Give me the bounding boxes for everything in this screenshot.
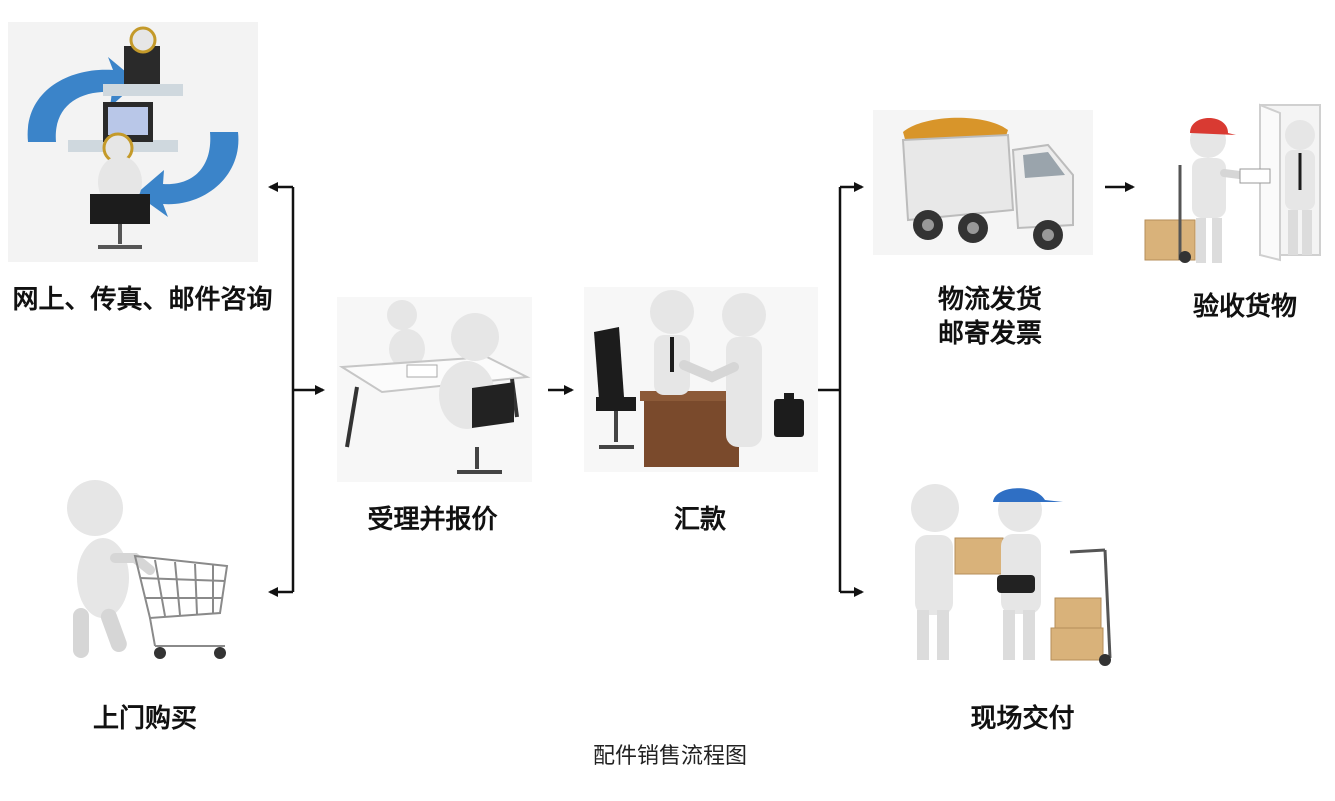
- shopping-cart-icon: [67, 480, 229, 659]
- diagram-caption: 配件销售流程图: [592, 744, 747, 769]
- accept-label: 验收货物: [1192, 292, 1297, 322]
- meeting-table-icon: [337, 297, 532, 482]
- delivery-truck-icon: [873, 110, 1093, 255]
- parcel-handover-icon: [911, 484, 1112, 666]
- handshake-icon: [584, 287, 818, 472]
- onsite-label: 现场交付: [970, 704, 1075, 734]
- quote-label: 受理并报价: [367, 505, 498, 535]
- inquiry-label: 网上、传真、邮件咨询: [12, 285, 273, 315]
- shipping-label-line1: 物流发货: [937, 285, 1042, 315]
- visit-label: 上门购买: [92, 704, 197, 734]
- computer-desk-icon: [8, 22, 258, 262]
- shipping-label-line2: 邮寄发票: [937, 319, 1042, 349]
- shipping-label: 物流发货 邮寄发票: [910, 283, 1070, 351]
- payment-label: 汇款: [673, 505, 726, 535]
- door-receipt-icon: [1144, 103, 1321, 263]
